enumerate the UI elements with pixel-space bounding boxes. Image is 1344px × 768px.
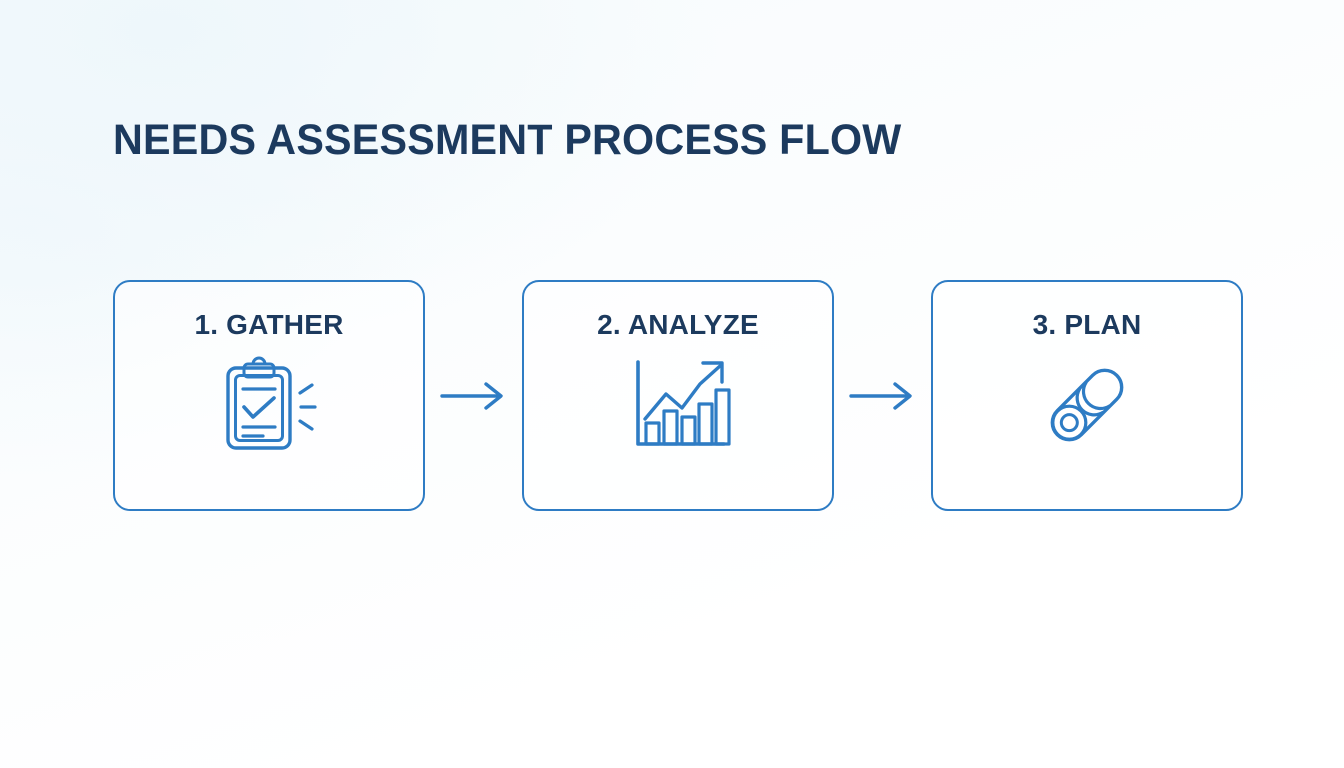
arrow-right-icon-1 bbox=[431, 376, 517, 416]
step-card-gather[interactable]: 1. GATHER bbox=[113, 280, 425, 511]
step-label-analyze: 2. ANALYZE bbox=[597, 309, 759, 340]
step-label-gather: 1. GATHER bbox=[194, 309, 344, 340]
clipboard-checklist-icon bbox=[213, 353, 325, 457]
step-card-plan[interactable]: 3. PLAN bbox=[931, 280, 1243, 511]
arrow-right-icon-2 bbox=[840, 376, 926, 416]
rolled-blueprint-icon bbox=[1031, 353, 1143, 457]
page-title: NEEDS ASSESSMENT PROCESS FLOW bbox=[113, 116, 902, 164]
bar-chart-growth-icon bbox=[622, 353, 734, 457]
process-flow-row: 1. GATHER bbox=[113, 280, 1243, 511]
step-label-plan: 3. PLAN bbox=[1032, 309, 1142, 340]
step-card-analyze[interactable]: 2. ANALYZE bbox=[522, 280, 834, 511]
